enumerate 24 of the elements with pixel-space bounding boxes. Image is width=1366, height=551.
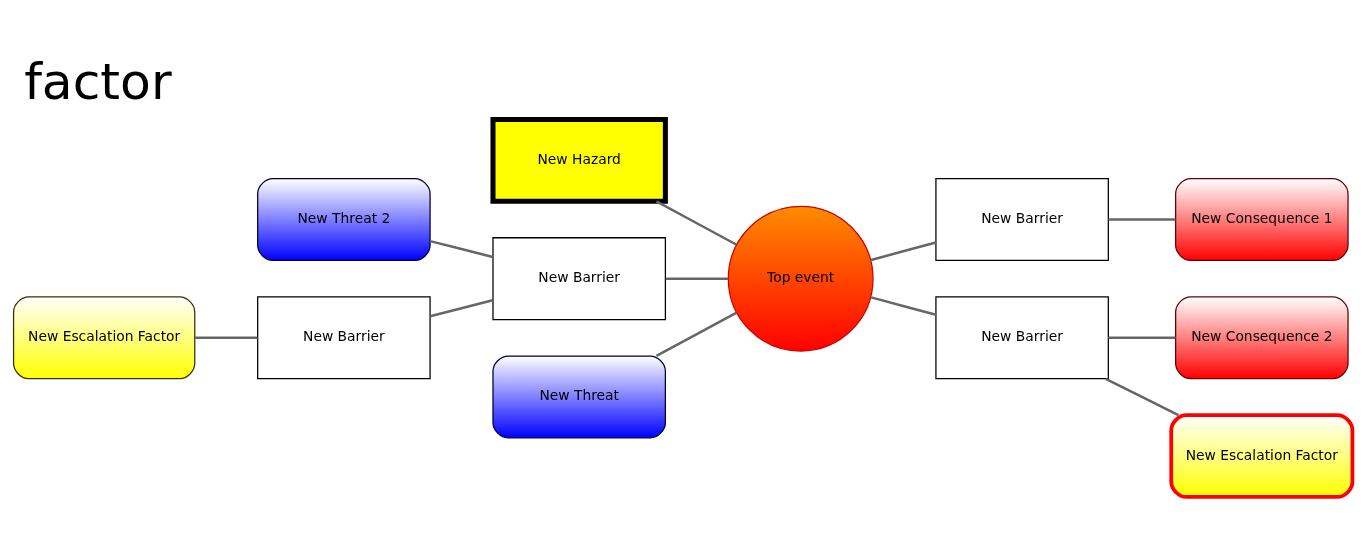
node-box: New Escalation Factor	[1169, 413, 1355, 499]
node-box: New Barrier	[492, 237, 666, 321]
node-circle: Top event	[727, 205, 874, 352]
node-box: New Barrier	[935, 296, 1109, 380]
connector	[429, 239, 494, 259]
node-box: New Consequence 1	[1175, 178, 1349, 262]
node-box: New Consequence 2	[1175, 296, 1349, 380]
node-box: New Barrier	[935, 178, 1109, 262]
diagram-title: factor	[24, 52, 172, 112]
connector	[1108, 218, 1176, 221]
node-box: New Escalation Factor	[12, 296, 196, 380]
connector	[870, 241, 937, 262]
connector	[655, 200, 738, 246]
connector	[195, 336, 258, 340]
connector	[665, 277, 729, 280]
connector	[429, 299, 494, 318]
node-box: New Threat 2	[257, 178, 431, 262]
connector	[870, 296, 937, 317]
connector	[655, 311, 738, 357]
node-box: New Barrier	[257, 296, 431, 380]
connector	[1105, 377, 1179, 417]
connector	[1108, 336, 1176, 340]
node-box: New Hazard	[490, 116, 668, 204]
node-box: New Threat	[492, 355, 666, 439]
